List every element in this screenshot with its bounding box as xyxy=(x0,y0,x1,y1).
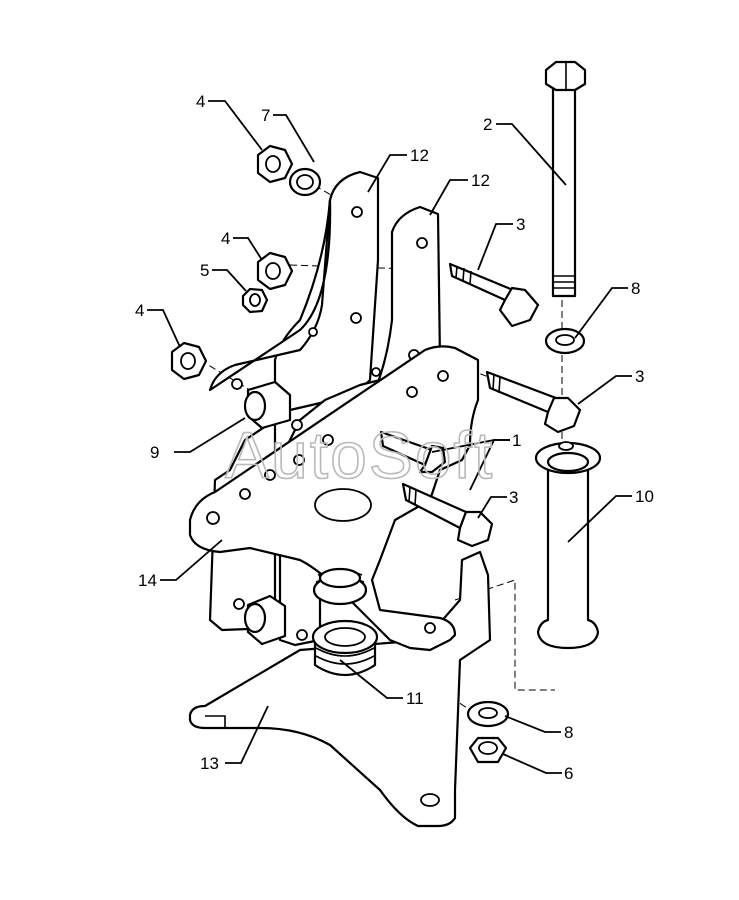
callout-1: 1 xyxy=(512,431,521,450)
callout-13: 13 xyxy=(200,754,219,773)
callout-labels: 4 7 12 12 2 3 4 5 4 8 3 9 1 3 10 14 11 8… xyxy=(135,92,654,783)
callout-3: 3 xyxy=(516,215,525,234)
callout-2: 2 xyxy=(483,115,492,134)
lock-washer-lower[interactable] xyxy=(466,700,510,728)
callout-12: 12 xyxy=(410,146,429,165)
lock-nut-upper[interactable] xyxy=(256,144,294,184)
callout-5: 5 xyxy=(200,261,209,280)
callout-11: 11 xyxy=(406,689,424,708)
lock-washer-upper[interactable] xyxy=(544,327,586,355)
callout-4: 4 xyxy=(196,92,205,111)
callout-7: 7 xyxy=(261,106,270,125)
bolt-lower-center[interactable] xyxy=(401,482,494,548)
callout-12: 12 xyxy=(471,171,490,190)
bolt-center-left[interactable] xyxy=(379,430,447,474)
bearing-lower[interactable] xyxy=(311,619,379,676)
bolt-upper-right[interactable] xyxy=(448,262,540,328)
callout-4: 4 xyxy=(135,301,144,320)
top-bracket[interactable] xyxy=(188,345,480,652)
callout-3: 3 xyxy=(509,488,518,507)
watermark-text: AutoSoft xyxy=(225,418,494,492)
hex-nut-bottom[interactable] xyxy=(468,736,508,764)
plain-washer[interactable] xyxy=(288,167,322,197)
callout-4: 4 xyxy=(221,229,230,248)
pivot-pin[interactable] xyxy=(534,441,602,650)
callout-8: 8 xyxy=(564,723,573,742)
long-bolt[interactable] xyxy=(544,60,587,298)
callout-14: 14 xyxy=(138,571,157,590)
lock-nut-lower[interactable] xyxy=(170,341,208,381)
callout-leaders xyxy=(147,100,632,774)
callout-6: 6 xyxy=(564,764,573,783)
small-nut[interactable] xyxy=(241,287,269,314)
callout-10: 10 xyxy=(635,487,654,506)
bolt-mid-right[interactable] xyxy=(485,370,582,434)
lock-nut-middle[interactable] xyxy=(256,251,294,291)
callout-9: 9 xyxy=(150,443,159,462)
bearing-upper[interactable] xyxy=(312,567,368,606)
callout-3: 3 xyxy=(635,367,644,386)
spacer-bush-lower[interactable] xyxy=(243,594,287,646)
spacer-bush-upper[interactable] xyxy=(243,380,292,430)
callout-8: 8 xyxy=(631,279,640,298)
bottom-bracket[interactable] xyxy=(188,550,492,828)
